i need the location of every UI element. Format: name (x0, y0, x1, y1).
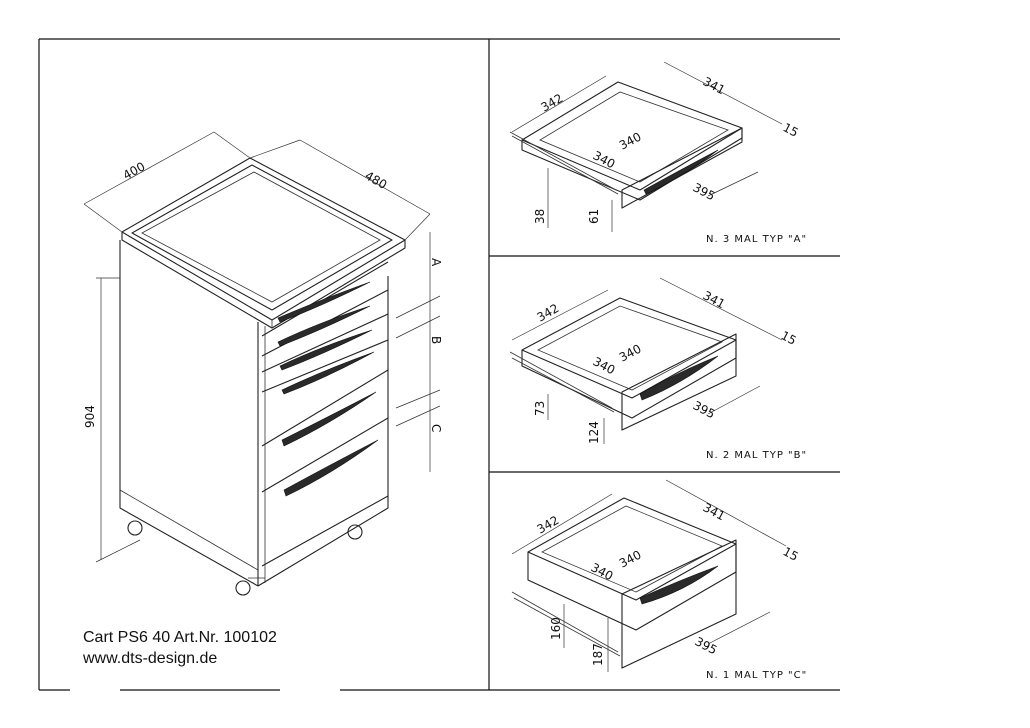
handle-icon (639, 355, 719, 401)
drawer-a-thickness: 15 (781, 120, 801, 140)
drawer-c-back-width: 342 (535, 513, 562, 537)
drawer-b-height-2: 124 (587, 421, 601, 444)
cart-height-label: 904 (83, 405, 97, 428)
drawer-a-label: N. 3 MAL TYP "A" (706, 234, 807, 245)
drawer-c-thickness: 15 (781, 544, 801, 564)
drawer-a-height-2: 61 (587, 209, 601, 224)
drawer-type-c (511, 479, 787, 672)
drawer-b-inner-2: 340 (617, 342, 644, 365)
drawer-c-side-depth: 341 (701, 500, 728, 523)
drawer-a-front: 395 (691, 180, 718, 203)
drawer-b-thickness: 15 (779, 328, 799, 348)
drawing-frame (38, 38, 840, 691)
drawer-c-label: N. 1 MAL TYP "C" (706, 670, 807, 681)
caption-website: www.dts-design.de (83, 650, 218, 667)
drawer-b-height-1: 73 (533, 401, 547, 416)
drawer-b-front: 395 (691, 398, 718, 421)
caption-title: Cart PS6 40 Art.Nr. 100102 (83, 629, 277, 646)
cart-width-label: 400 (121, 159, 148, 182)
handle-icon (277, 305, 371, 347)
drawer-b-label: N. 2 MAL TYP "B" (706, 450, 807, 461)
handle-icon (643, 149, 719, 195)
drawer-type-a (509, 61, 783, 232)
drawer-a-back-width: 342 (539, 91, 566, 115)
handle-icon (279, 329, 373, 371)
drawer-c-height-2: 187 (591, 643, 605, 666)
section-b-label: B (429, 336, 443, 344)
cart-illustration (83, 131, 441, 596)
section-a-label: A (429, 258, 443, 267)
drawer-c-front: 395 (693, 634, 720, 657)
drawer-type-b (509, 277, 783, 444)
drawer-c-height-1: 160 (549, 617, 563, 640)
section-c-label: C (429, 424, 443, 432)
drawer-c-inner-1: 340 (589, 560, 616, 583)
handle-icon (281, 351, 375, 395)
handle-icon (639, 565, 719, 605)
handle-icon (277, 281, 371, 323)
drawer-a-height-1: 38 (533, 209, 547, 224)
drawer-b-side-depth: 341 (701, 288, 728, 311)
drawer-a-inner-2: 340 (617, 130, 644, 153)
drawer-c-inner-2: 340 (617, 548, 644, 571)
drawer-a-side-depth: 341 (701, 74, 728, 97)
handle-icon (281, 391, 377, 447)
handle-icon (283, 439, 379, 497)
drawer-a-inner-1: 340 (591, 148, 618, 171)
